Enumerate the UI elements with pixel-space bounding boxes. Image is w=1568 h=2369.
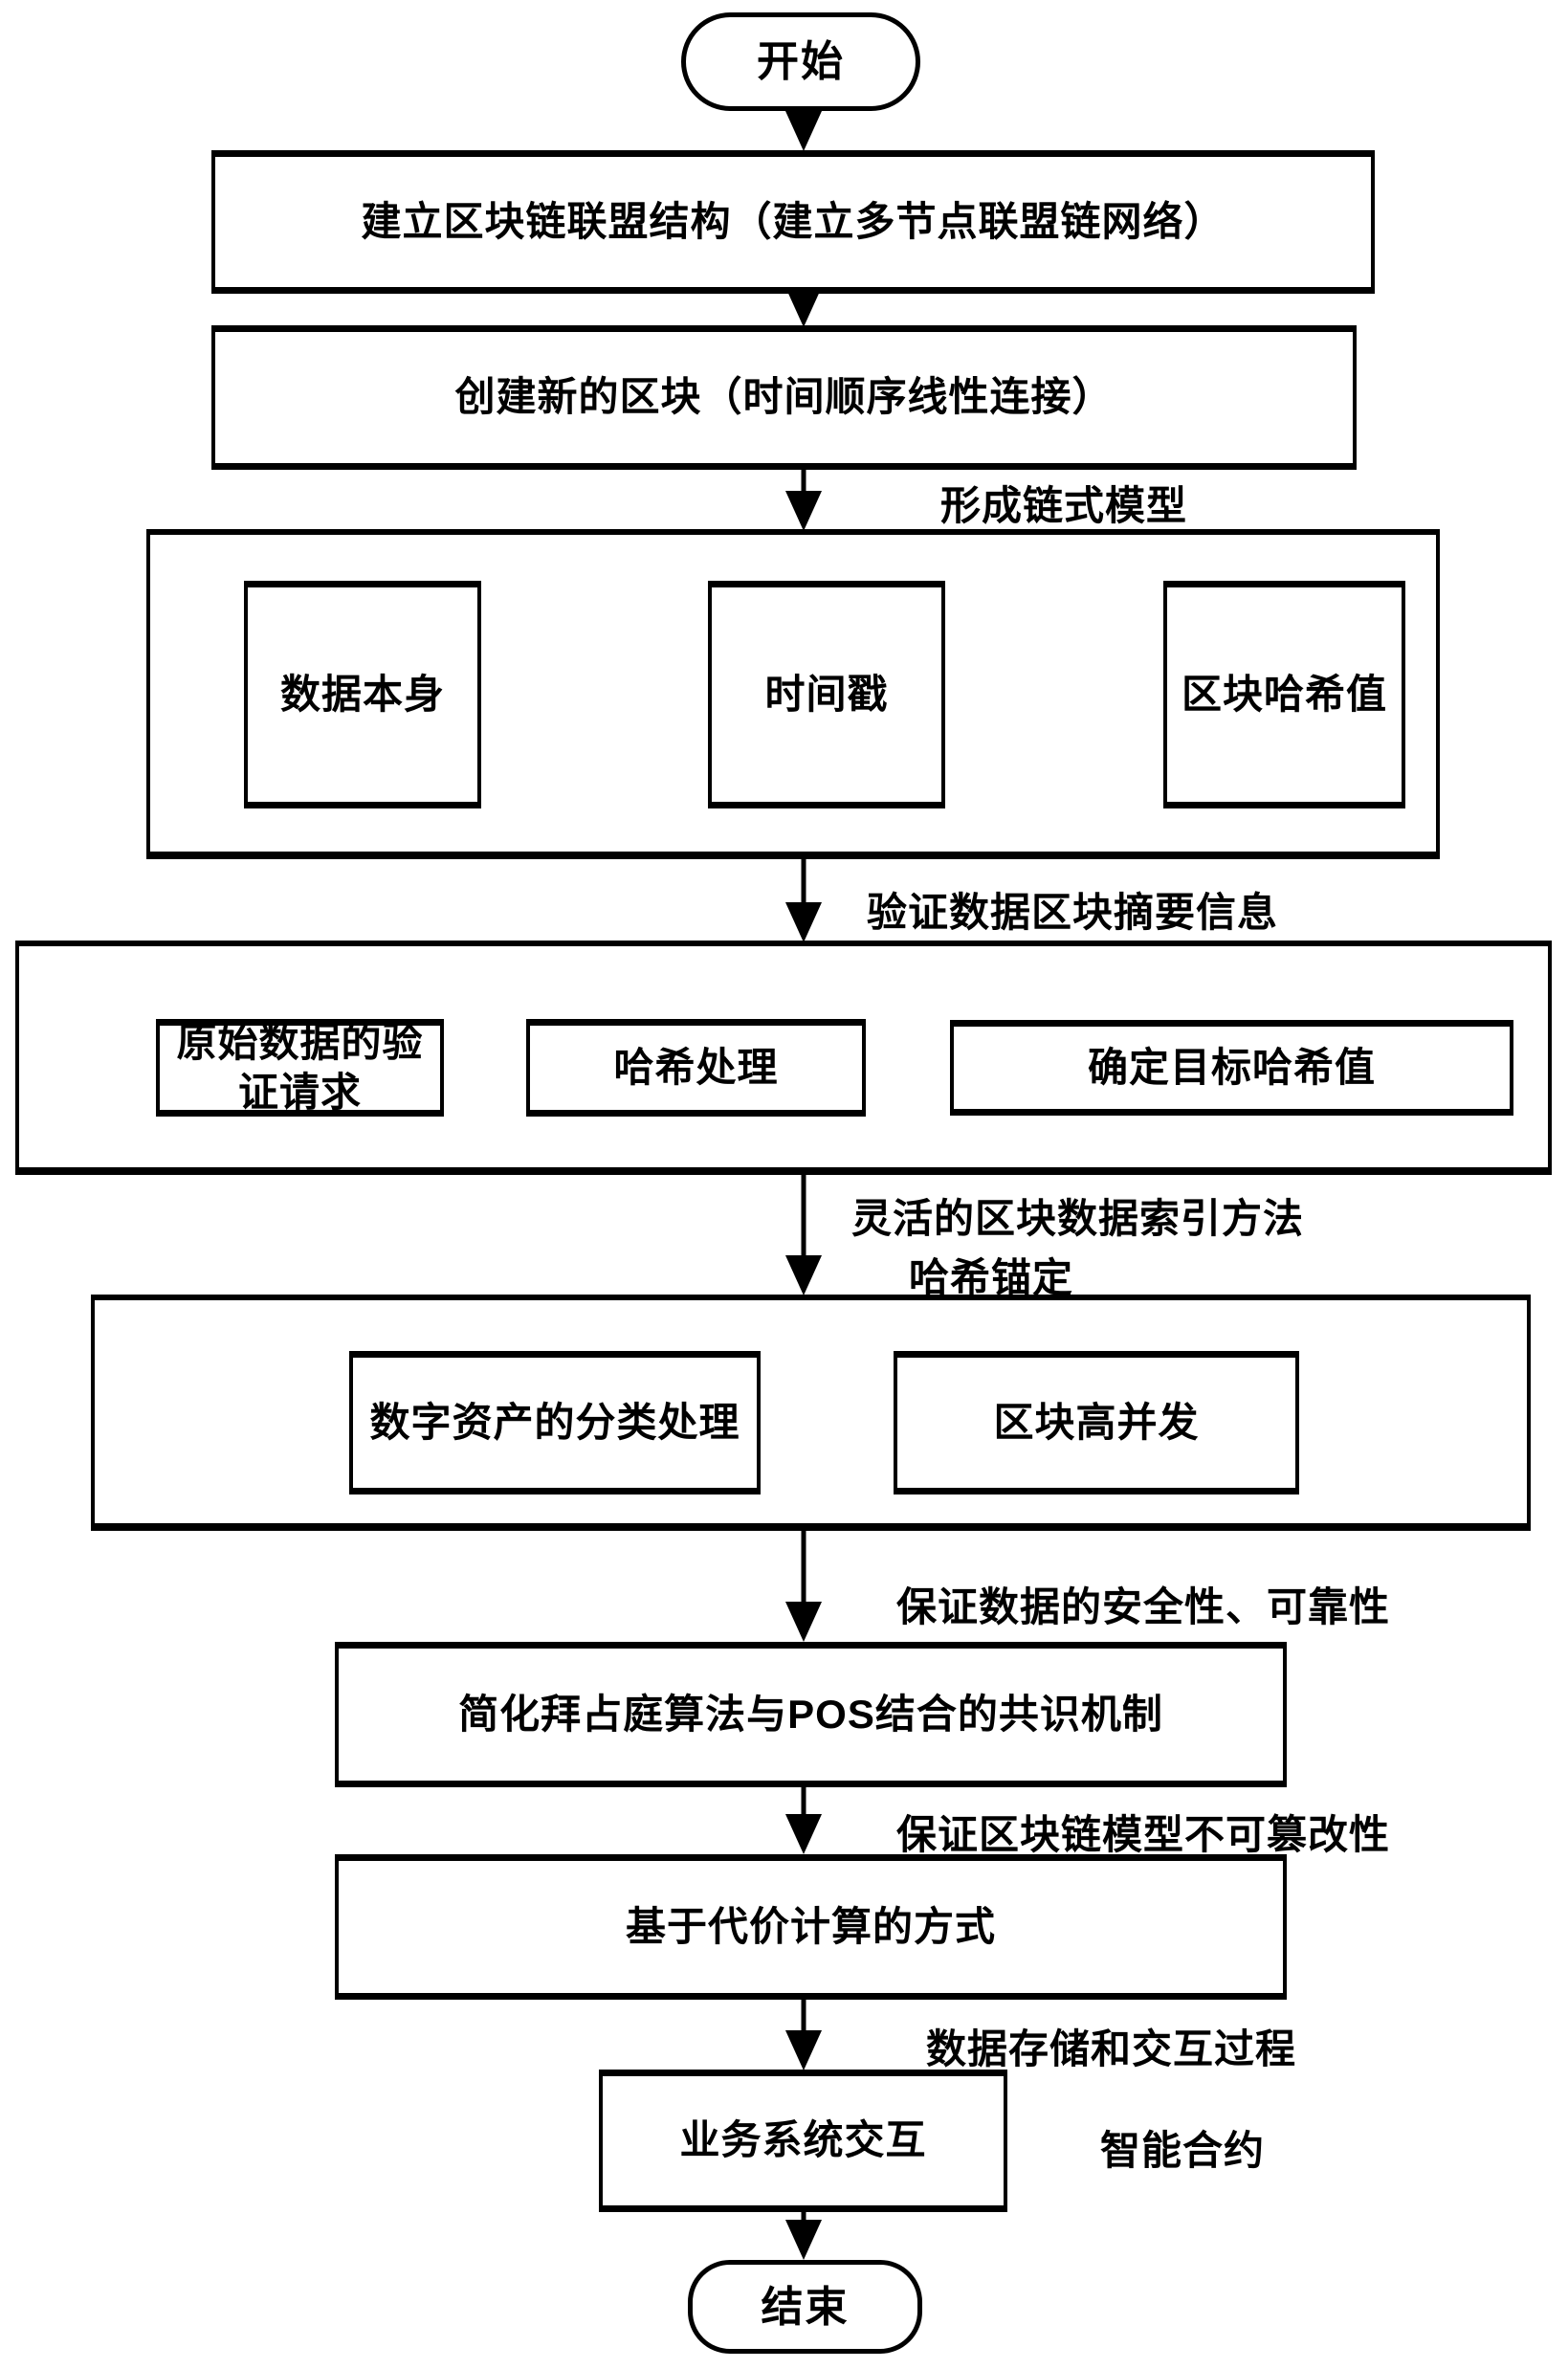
arrow-down-icon <box>785 1814 822 1854</box>
arrow-down-icon <box>785 1602 822 1642</box>
label-hash-anchor: 哈希锚定 <box>909 1255 1074 1300</box>
end-terminator: 结束 <box>688 2260 922 2354</box>
flow-arrow <box>783 1173 825 1295</box>
arrow-shaft <box>801 1785 806 1816</box>
arrow-shaft <box>801 467 806 493</box>
process-cost-calc: 基于代价计算的方式 <box>335 1854 1287 2000</box>
flow-arrow <box>783 1998 825 2070</box>
field-timestamp: 时间戳 <box>708 581 945 808</box>
process-business-interact: 业务系统交互 <box>599 2070 1007 2212</box>
flow-arrow <box>783 467 825 531</box>
label-security: 保证数据的安全性、可靠性 <box>896 1584 1391 1629</box>
group-hash-anchor <box>91 1295 1531 1531</box>
flow-arrow <box>783 1529 825 1642</box>
step-original-request: 原始数据的验证请求 <box>156 1019 444 1117</box>
label-verify-summary: 验证数据区块摘要信息 <box>867 890 1279 935</box>
label-chain-model: 形成链式模型 <box>940 483 1188 528</box>
arrow-shaft <box>801 1998 806 2032</box>
field-block-hash: 区块哈希值 <box>1163 581 1405 808</box>
process-create-block: 创建新的区块（时间顺序线性连接） <box>211 325 1357 470</box>
label-storage-process: 数据存储和交互过程 <box>926 2026 1297 2071</box>
flow-arrow <box>783 287 825 327</box>
step-block-concurrency: 区块高并发 <box>894 1351 1299 1494</box>
label-flexible-index: 灵活的区块数据索引方法 <box>851 1196 1305 1241</box>
arrow-down-icon <box>785 902 822 942</box>
label-immutable: 保证区块链模型不可篡改性 <box>896 1812 1391 1857</box>
process-establish-alliance: 建立区块链联盟结构（建立多节点联盟链网络） <box>211 150 1375 294</box>
arrow-down-icon <box>785 2030 822 2070</box>
process-consensus: 简化拜占庭算法与POS结合的共识机制 <box>335 1642 1287 1787</box>
label-smart-contract: 智能合约 <box>1100 2128 1266 2173</box>
flow-arrow <box>783 2210 825 2260</box>
arrow-down-icon <box>785 2220 822 2260</box>
step-target-hash: 确定目标哈希值 <box>950 1020 1513 1116</box>
arrow-down-icon <box>785 111 822 151</box>
arrow-shaft <box>801 1173 806 1257</box>
field-data-itself: 数据本身 <box>244 581 481 808</box>
arrow-down-icon <box>785 491 822 531</box>
arrow-down-icon <box>785 287 822 327</box>
arrow-shaft <box>801 1529 806 1604</box>
flow-arrow <box>783 107 825 151</box>
step-asset-classify: 数字资产的分类处理 <box>349 1351 761 1494</box>
start-terminator: 开始 <box>681 12 920 111</box>
arrow-shaft <box>801 856 806 904</box>
arrow-shaft <box>801 2210 806 2222</box>
step-hash-process: 哈希处理 <box>526 1019 866 1117</box>
flow-arrow <box>783 1785 825 1854</box>
flow-arrow <box>783 856 825 942</box>
arrow-down-icon <box>785 1255 822 1295</box>
